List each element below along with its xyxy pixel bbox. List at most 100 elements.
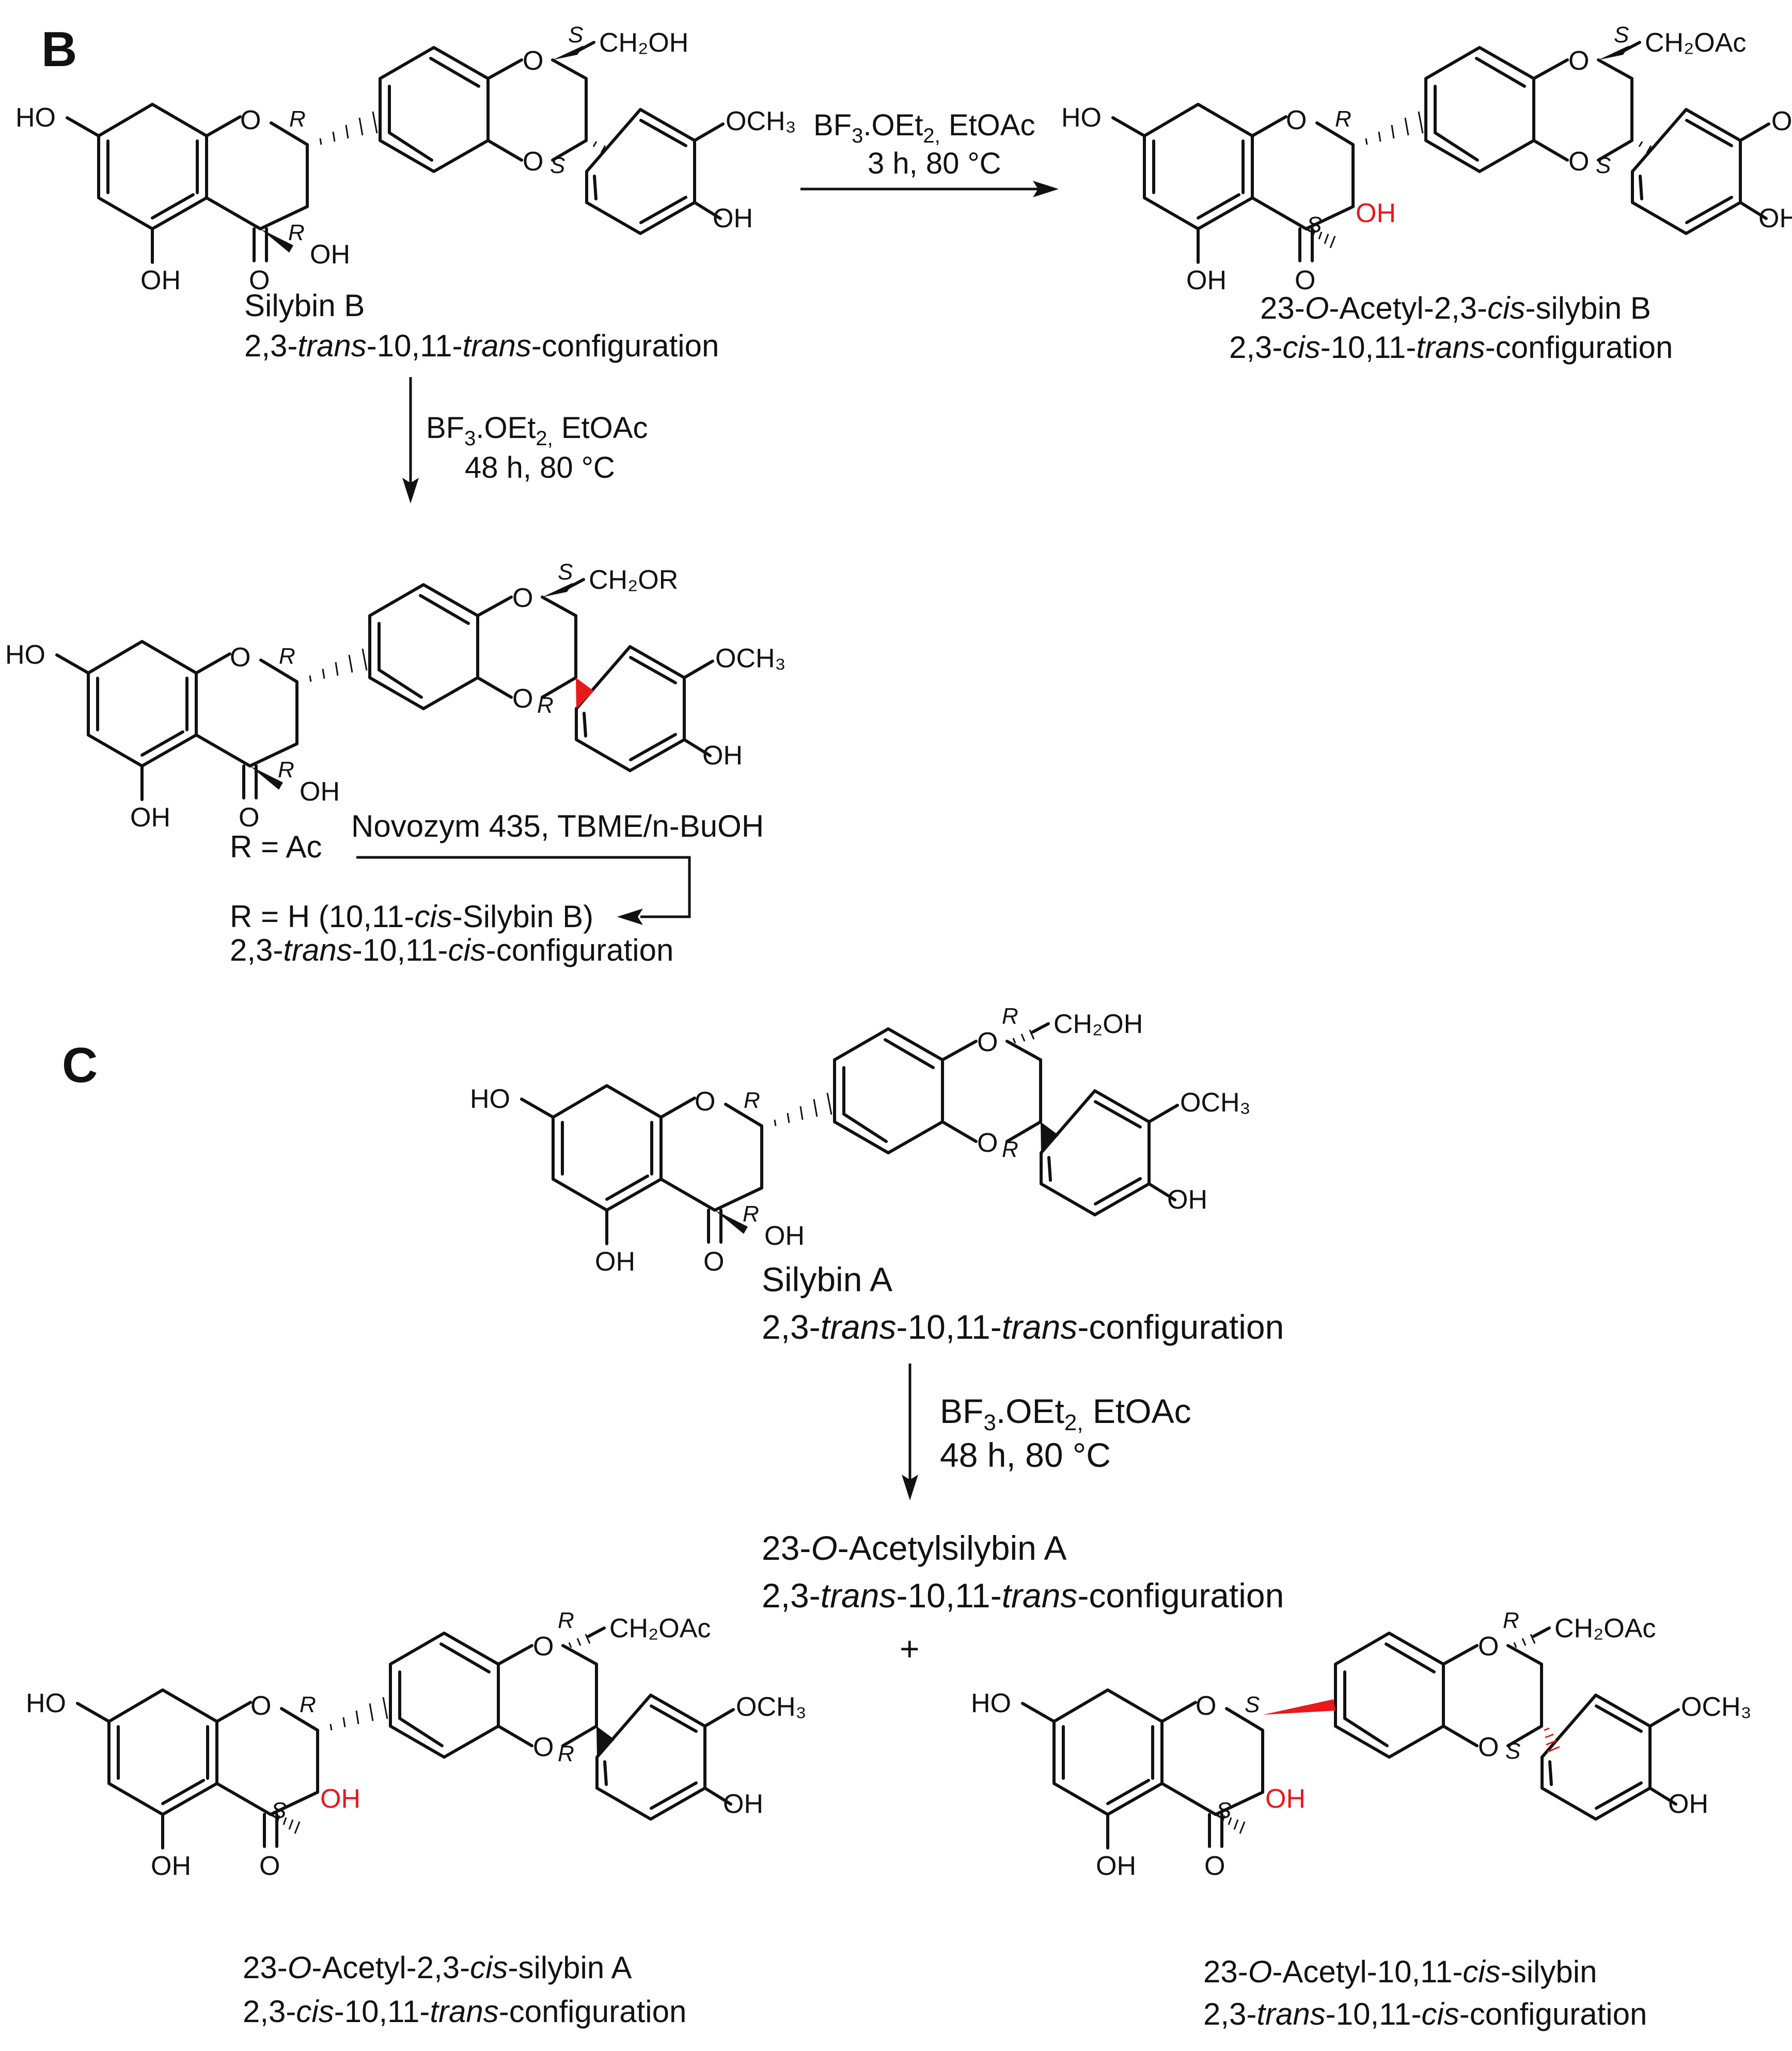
svg-text:R: R [743,1201,759,1227]
panel-label-c: C [62,1038,98,1093]
svg-text:OH: OH [130,803,170,833]
oh-highlight: OH [1265,1784,1306,1814]
svg-text:R: R [1503,1608,1519,1633]
svg-text:S: S [1245,1692,1260,1717]
svg-text:OCH₃: OCH₃ [715,644,786,674]
cis-silybin-b-structure: HO O OH OH O O O CH₂OR OCH₃ OH R R S R [5,559,786,833]
svg-text:O: O [533,1632,554,1662]
acetyl-1011-cis-silybin-structure: HO O OH OH O O O CH₂OAc OCH₃ OH S S R S [971,1608,1752,1881]
compound-config: 2,3-trans-10,11-cis-configuration [1203,1997,1647,2031]
compound-name: 23-O-Acetyl-2,3-cis-silybin B [1260,291,1651,325]
svg-text:OH: OH [702,741,743,771]
bent-arrow [356,856,691,918]
svg-text:O: O [533,1732,554,1762]
svg-text:R: R [288,220,305,245]
svg-text:S: S [1505,1739,1520,1764]
svg-text:R: R [300,1692,316,1717]
svg-text:O: O [523,46,543,76]
svg-text:HO: HO [15,103,56,133]
reaction-conditions: BF3.OEt2, EtOAc [813,108,1035,147]
svg-text:O: O [230,643,250,672]
reaction-conditions-time: 48 h, 80 °C [465,451,615,484]
reaction-conditions: BF3.OEt2, EtOAc [426,411,648,450]
svg-text:S: S [271,1798,286,1823]
svg-text:CH₂OAc: CH₂OAc [1554,1614,1656,1643]
svg-text:R: R [279,644,295,669]
svg-text:O: O [240,105,261,135]
svg-text:R: R [558,1741,574,1766]
svg-text:OH: OH [1668,1789,1708,1819]
r-equals-ac: R = Ac [230,829,322,864]
compound-config: 2,3-trans-10,11-cis-configuration [230,933,673,967]
compound-name: 23-O-Acetylsilybin A [762,1529,1067,1567]
svg-text:S: S [1307,212,1322,238]
arrowhead [1033,181,1059,197]
silybin-b-structure: HO O OH OH O O O CH₂OH OCH₃ OH R R S S [15,22,796,295]
svg-text:S: S [558,559,573,585]
acetyl-cis-silybin-b-structure: HO O OH OH O O O CH₂OAc OCH₃ OH R S S S [1061,22,1792,295]
compound-config: 2,3-cis-10,11-trans-configuration [1229,330,1673,365]
r-equals-h: R = H (10,11-cis-Silybin B) [230,899,593,934]
arrowhead [617,909,643,925]
compound-name: Silybin A [762,1260,892,1298]
svg-text:O: O [250,1691,271,1721]
svg-text:OH: OH [140,265,181,295]
svg-text:O: O [1568,147,1589,177]
reaction-conditions-time: 3 h, 80 °C [868,147,1001,180]
svg-text:R: R [289,106,306,132]
svg-text:R: R [537,693,554,718]
svg-text:R: R [1335,106,1351,132]
svg-text:R: R [744,1088,760,1113]
svg-text:OH: OH [1758,203,1792,233]
red-hash [1544,1727,1560,1753]
svg-text:O: O [977,1027,998,1057]
svg-text:R: R [558,1608,574,1633]
svg-text:OH: OH [300,777,340,807]
svg-text:OCH₃: OCH₃ [726,106,796,136]
svg-text:S: S [1614,22,1629,48]
compound-name: 23-O-Acetyl-2,3-cis-silybin A [243,1950,632,1985]
oh-highlight: OH [320,1784,360,1814]
svg-text:OH: OH [713,203,753,233]
svg-text:O: O [512,684,533,714]
svg-text:CH₂OH: CH₂OH [599,28,688,58]
compound-config: 2,3-trans-10,11-trans-configuration [762,1308,1284,1346]
svg-text:O: O [523,147,543,177]
svg-text:S: S [1216,1798,1231,1823]
reaction-conditions: BF3.OEt2, EtOAc [940,1392,1191,1435]
red-wedge [1263,1699,1335,1715]
svg-text:OH: OH [151,1851,191,1881]
svg-text:S: S [1596,153,1611,178]
svg-text:HO: HO [470,1084,510,1114]
svg-text:R: R [1002,1137,1018,1162]
oh-highlight: OH [1356,198,1396,228]
svg-text:OCH₃: OCH₃ [1681,1692,1752,1722]
svg-text:OCH₃: OCH₃ [1180,1088,1251,1118]
svg-text:O: O [1196,1691,1216,1721]
svg-text:O: O [1478,1632,1499,1662]
svg-text:O: O [1286,105,1307,135]
panel-label-b: B [41,22,77,77]
svg-text:S: S [550,153,565,178]
svg-text:OH: OH [310,240,350,270]
acetyl-cis-silybin-a-structure: HO O OH OH O O O CH₂OAc OCH₃ OH R S R R [26,1608,807,1881]
silybin-a-structure: HO O OH OH O O O CH₂OH OCH₃ OH R R R R [470,1004,1251,1277]
svg-text:CH₂OR: CH₂OR [589,565,678,595]
compound-config: 2,3-trans-10,11-trans-configuration [762,1576,1284,1615]
svg-text:OH: OH [1096,1851,1136,1881]
svg-text:OH: OH [723,1789,763,1819]
compound-config: 2,3-trans-10,11-trans-configuration [244,328,719,363]
svg-text:S: S [568,22,583,48]
svg-text:O: O [259,1851,280,1881]
svg-text:OH: OH [595,1247,635,1277]
svg-text:OH: OH [764,1221,805,1251]
svg-text:R: R [1002,1004,1018,1029]
compound-name: Silybin B [244,288,365,323]
svg-text:OH: OH [1186,265,1227,295]
svg-text:O: O [512,583,533,613]
svg-text:HO: HO [1061,103,1102,133]
compound-config: 2,3-cis-10,11-trans-configuration [243,1994,686,2029]
svg-text:O: O [695,1087,715,1117]
red-wedge [576,678,594,709]
